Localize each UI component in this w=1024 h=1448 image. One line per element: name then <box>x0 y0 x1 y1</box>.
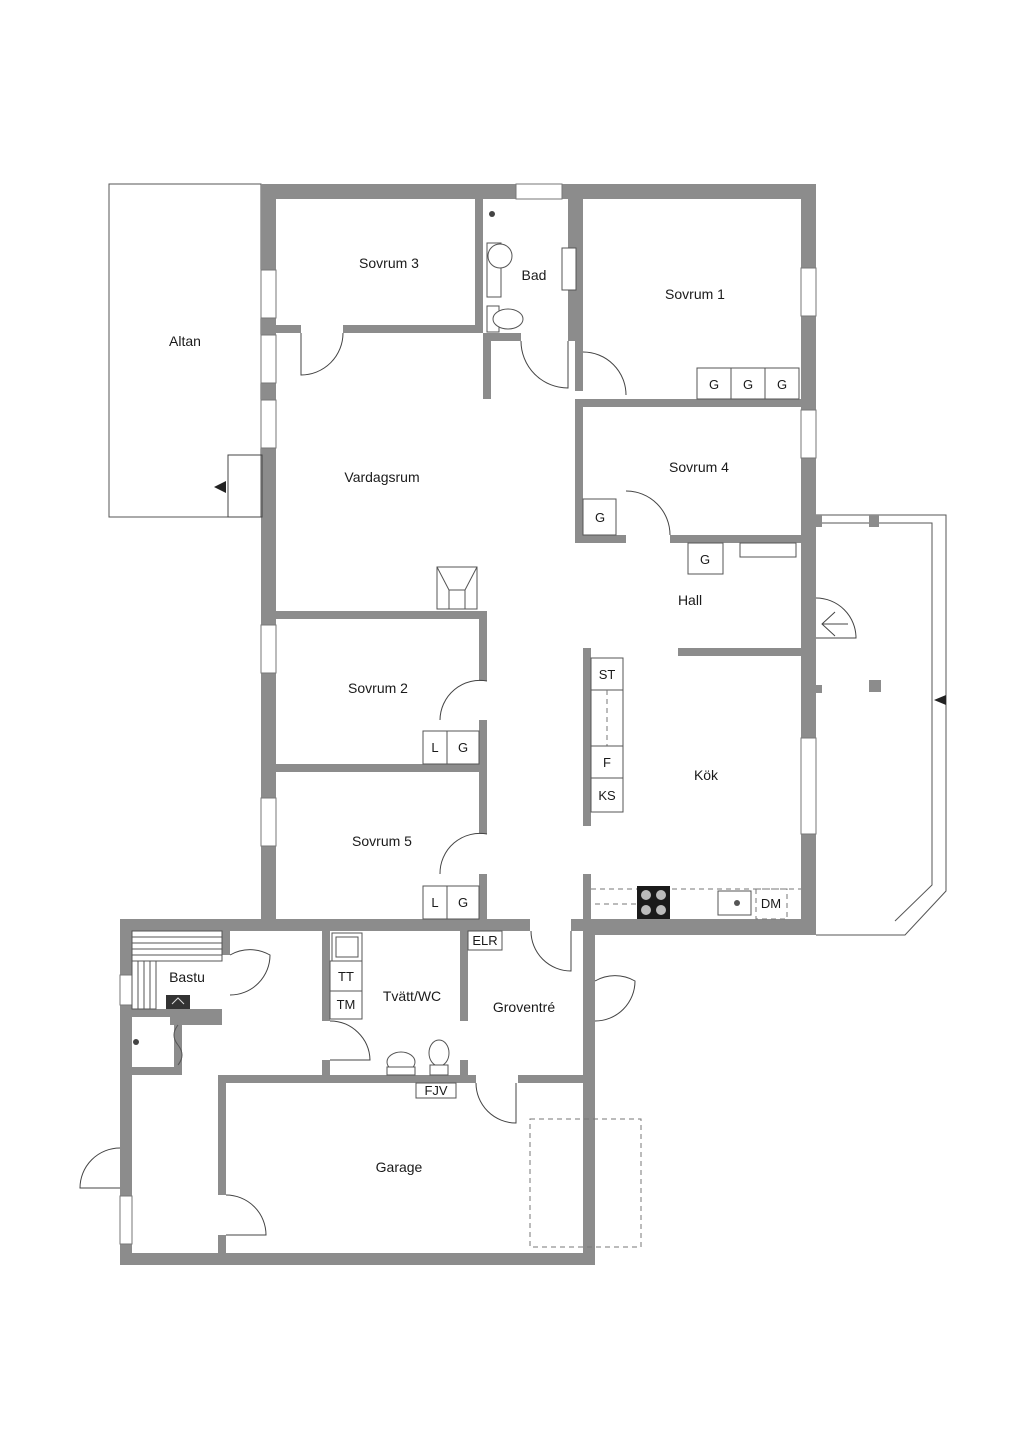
laundry-fixtures <box>329 932 450 1076</box>
sovrum5-wardrobe-g <box>446 885 480 920</box>
fixture-label-fjv: FJV <box>424 1083 447 1098</box>
fixture-label-g: G <box>709 377 719 392</box>
sovrum2-wardrobe-g <box>446 730 480 765</box>
fixture-label-g: G <box>743 377 753 392</box>
room-label-sovrum4: Sovrum 4 <box>669 459 729 475</box>
fixture-label-l: L <box>431 740 438 755</box>
fireplace-icon <box>436 566 478 610</box>
room-label-vardagsrum: Vardagsrum <box>344 469 419 485</box>
fixture-label-g: G <box>700 552 710 567</box>
fjv-box <box>415 1082 457 1099</box>
hall-bench <box>739 542 797 558</box>
elr-box <box>467 930 503 951</box>
entrance-arrow-icon <box>214 481 226 493</box>
room-label-sovrum1: Sovrum 1 <box>665 286 725 302</box>
sovrum1-wardrobes <box>696 367 800 400</box>
room-label-sovrum2: Sovrum 2 <box>348 680 408 696</box>
fixture-label-g: G <box>595 510 605 525</box>
fixture-label-tm: TM <box>337 997 356 1012</box>
carport-outline <box>529 1118 642 1248</box>
room-label-groventre: Groventré <box>493 999 555 1015</box>
room-label-bastu: Bastu <box>169 969 205 985</box>
room-label-bad: Bad <box>522 267 547 283</box>
doors <box>79 332 857 1236</box>
hall-wardrobe <box>687 542 724 575</box>
room-label-sovrum5: Sovrum 5 <box>352 833 412 849</box>
fixture-label-g: G <box>777 377 787 392</box>
fixture-label-dm: DM <box>761 896 781 911</box>
entrance-arrow-icon <box>821 611 848 637</box>
room-label-altan: Altan <box>169 333 201 349</box>
room-label-kok: Kök <box>694 767 719 783</box>
fixture-label-st: ST <box>599 667 616 682</box>
windows <box>119 183 817 1245</box>
bathroom-fixtures <box>486 211 577 333</box>
walls <box>120 184 816 1265</box>
fixture-label-tt: TT <box>338 969 354 984</box>
altan-deck <box>108 183 262 518</box>
fixture-label-f: F <box>603 755 611 770</box>
sauna-benches <box>131 930 223 1066</box>
kitchen-island <box>590 657 624 813</box>
sovrum5-wardrobe-l <box>422 885 448 920</box>
fixture-label-ks: KS <box>598 788 616 803</box>
fixture-label-l: L <box>431 895 438 910</box>
sovrum4-wardrobe <box>582 498 617 536</box>
room-label-garage: Garage <box>376 1159 423 1175</box>
fixture-label-g: G <box>458 895 468 910</box>
fixture-label-elr: ELR <box>472 933 497 948</box>
room-label-sovrum3: Sovrum 3 <box>359 255 419 271</box>
room-label-hall: Hall <box>678 592 702 608</box>
kitchen-counter <box>591 886 801 920</box>
room-label-tvatt: Tvätt/WC <box>383 988 441 1004</box>
entrance-terrace <box>816 514 947 936</box>
fixture-label-g: G <box>458 740 468 755</box>
